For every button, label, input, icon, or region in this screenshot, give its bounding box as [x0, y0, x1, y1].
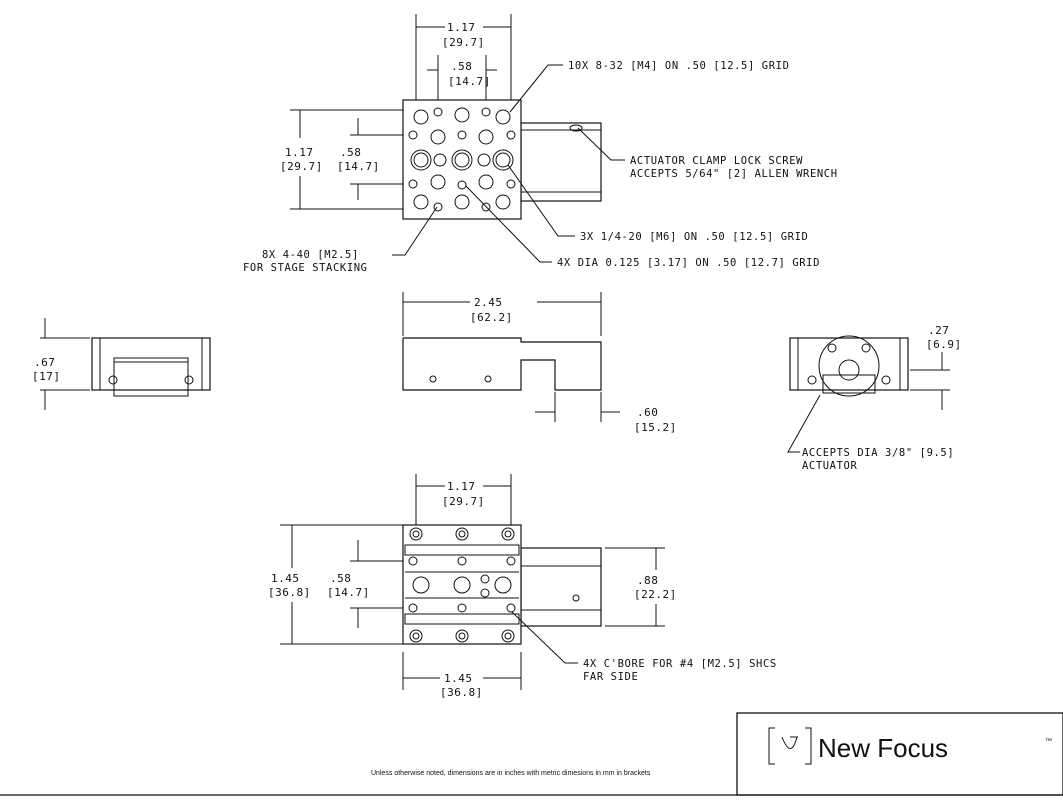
- top-hole-spacing-dim: .58: [451, 60, 472, 73]
- bottom-ext-mm: [22.2]: [634, 588, 677, 601]
- side-length-mm: [62.2]: [470, 311, 513, 324]
- bottom-height-mm: [36.8]: [268, 586, 311, 599]
- bottom-half-mm: [14.7]: [327, 586, 370, 599]
- top-height-mm: [29.7]: [280, 160, 323, 173]
- top-width-mm: [29.7]: [442, 36, 485, 49]
- callout-allen-wrench: ACCEPTS 5/64" [2] ALLEN WRENCH: [630, 168, 838, 180]
- bottom-width2-dim: 1.45: [444, 672, 473, 685]
- callout-m25: 8X 4-40 [M2.5]: [262, 249, 359, 261]
- right-end-height-mm: [6.9]: [926, 338, 962, 351]
- bottom-half-dim: .58: [330, 572, 351, 585]
- logo-tm: ™: [1045, 738, 1052, 745]
- cbore-far-side: FAR SIDE: [583, 671, 638, 683]
- top-height-dim: 1.17: [285, 146, 314, 159]
- top-view: 1.17 [29.7] .58 [14.7]: [243, 14, 838, 274]
- callout-m4: 10X 8-32 [M4] ON .50 [12.5] GRID: [568, 60, 790, 72]
- actuator-callout-2: ACTUATOR: [802, 460, 857, 472]
- logo-brand: New Focus: [818, 733, 948, 763]
- left-end-view: .67 [17]: [32, 318, 211, 410]
- bottom-view: 1.17 [29.7] 1.45 [36.8]: [268, 474, 777, 699]
- callout-lock-screw: ACTUATOR CLAMP LOCK SCREW: [630, 155, 803, 167]
- cbore-callout: 4X C'BORE FOR #4 [M2.5] SHCS: [583, 658, 777, 670]
- right-end-height-dim: .27: [928, 324, 949, 337]
- new-focus-logo: New Focus ™: [736, 712, 1063, 796]
- left-end-height-dim: .67: [34, 356, 55, 369]
- top-width-dim: 1.17: [447, 21, 476, 34]
- left-end-height-mm: [17]: [32, 370, 61, 383]
- side-length-dim: 2.45: [474, 296, 503, 309]
- top-half-mm: [14.7]: [337, 160, 380, 173]
- bottom-height-dim: 1.45: [271, 572, 300, 585]
- callout-dia: 4X DIA 0.125 [3.17] ON .50 [12.7] GRID: [557, 257, 820, 269]
- footer-note: Unless otherwise noted, dimensions are i…: [371, 770, 651, 777]
- side-offset-dim: .60: [637, 406, 658, 419]
- top-half-dim: .58: [340, 146, 361, 159]
- bottom-width-mm: [29.7]: [442, 495, 485, 508]
- actuator-callout: ACCEPTS DIA 3/8" [9.5]: [802, 447, 954, 459]
- callout-m6: 3X 1/4-20 [M6] ON .50 [12.5] GRID: [580, 231, 808, 243]
- bottom-ext-dim: .88: [637, 574, 658, 587]
- callout-stacking: FOR STAGE STACKING: [243, 262, 368, 274]
- side-offset-mm: [15.2]: [634, 421, 677, 434]
- bottom-width2-mm: [36.8]: [440, 686, 483, 699]
- side-view: 2.45 [62.2] .60 [15.2]: [402, 292, 677, 434]
- top-hole-spacing-mm: [14.7]: [448, 75, 491, 88]
- right-end-view: .27 [6.9] ACCEPTS DIA 3/8" [9.5] ACTUATO…: [787, 324, 962, 472]
- bottom-width-dim: 1.17: [447, 480, 476, 493]
